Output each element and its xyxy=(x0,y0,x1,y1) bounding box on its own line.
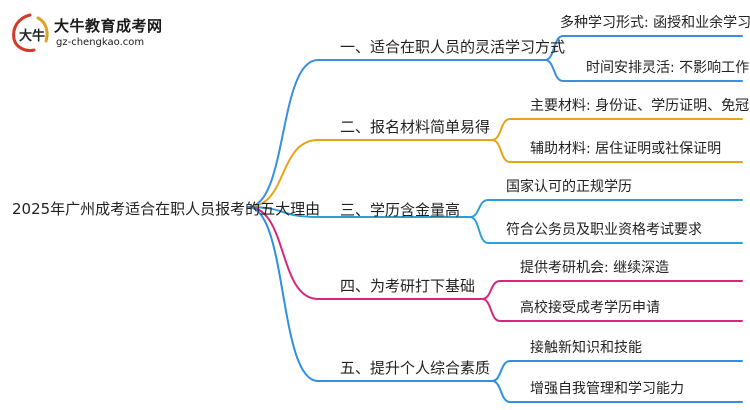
branch-1-connector xyxy=(247,59,319,208)
branch-4-leaf-2-connector xyxy=(481,298,743,322)
logo-mark-icon: 大牛 xyxy=(12,13,49,52)
branch-4-label: 四、为考研打下基础 xyxy=(340,277,476,295)
branch-2-connector xyxy=(247,139,319,208)
branch-4-leaf-2: 高校接受成考学历申请 xyxy=(520,300,660,316)
branch-5-connector xyxy=(247,206,319,382)
branch-5-leaf-1: 接触新知识和技能 xyxy=(530,340,642,356)
branch-3-leaf-1-connector xyxy=(469,199,743,218)
branch-1-leaf-1-connector xyxy=(544,35,743,61)
branch-2-leaf-1: 主要材料: 身份证、学历证明、免冠照片 xyxy=(530,98,750,114)
branch-2-leaf-2-connector xyxy=(491,139,743,163)
branch-1-leaf-1: 多种学习形式: 函授和业余学习 xyxy=(560,15,750,31)
branch-5-leaf-2: 增强自我管理和学习能力 xyxy=(530,381,684,397)
branch-1-leaf-2-connector xyxy=(544,59,743,82)
logo-mark-text: 大牛 xyxy=(19,28,45,44)
branch-3-leaf-2: 符合公务员及职业资格考试要求 xyxy=(506,222,702,238)
watermark-url: gz-chengkao.com xyxy=(56,37,145,48)
branch-5-leaf-1-connector xyxy=(491,360,743,382)
branch-3-label: 三、学历含金量高 xyxy=(340,201,461,219)
branch-2-leaf-2: 辅助材料: 居住证明或社保证明 xyxy=(530,141,722,157)
branch-5-label: 五、提升个人综合素质 xyxy=(340,359,491,377)
branch-2-leaf-1-connector xyxy=(491,118,743,141)
watermark-title: 大牛教育成考网 xyxy=(54,17,163,35)
branch-5-leaf-2-connector xyxy=(491,380,743,403)
mindmap-root-topic: 2025年广州成考适合在职人员报考的五大理由 xyxy=(12,200,321,218)
branch-3-leaf-1: 国家认可的正规学历 xyxy=(506,179,632,195)
branch-4-leaf-1: 提供考研机会: 继续深造 xyxy=(520,260,670,276)
branch-3-connector xyxy=(247,206,319,218)
branch-1-leaf-2: 时间安排灵活: 不影响工作 xyxy=(586,60,750,76)
branch-4-connector xyxy=(247,206,319,300)
watermark-logo: 大牛 大牛教育成考网 gz-chengkao.com xyxy=(8,12,198,54)
branch-3-leaf-2-connector xyxy=(469,216,743,244)
branch-2-label: 二、报名材料简单易得 xyxy=(340,118,491,136)
branch-4-leaf-1-connector xyxy=(481,280,743,300)
branch-1-label: 一、适合在职人员的灵活学习方式 xyxy=(340,38,566,56)
